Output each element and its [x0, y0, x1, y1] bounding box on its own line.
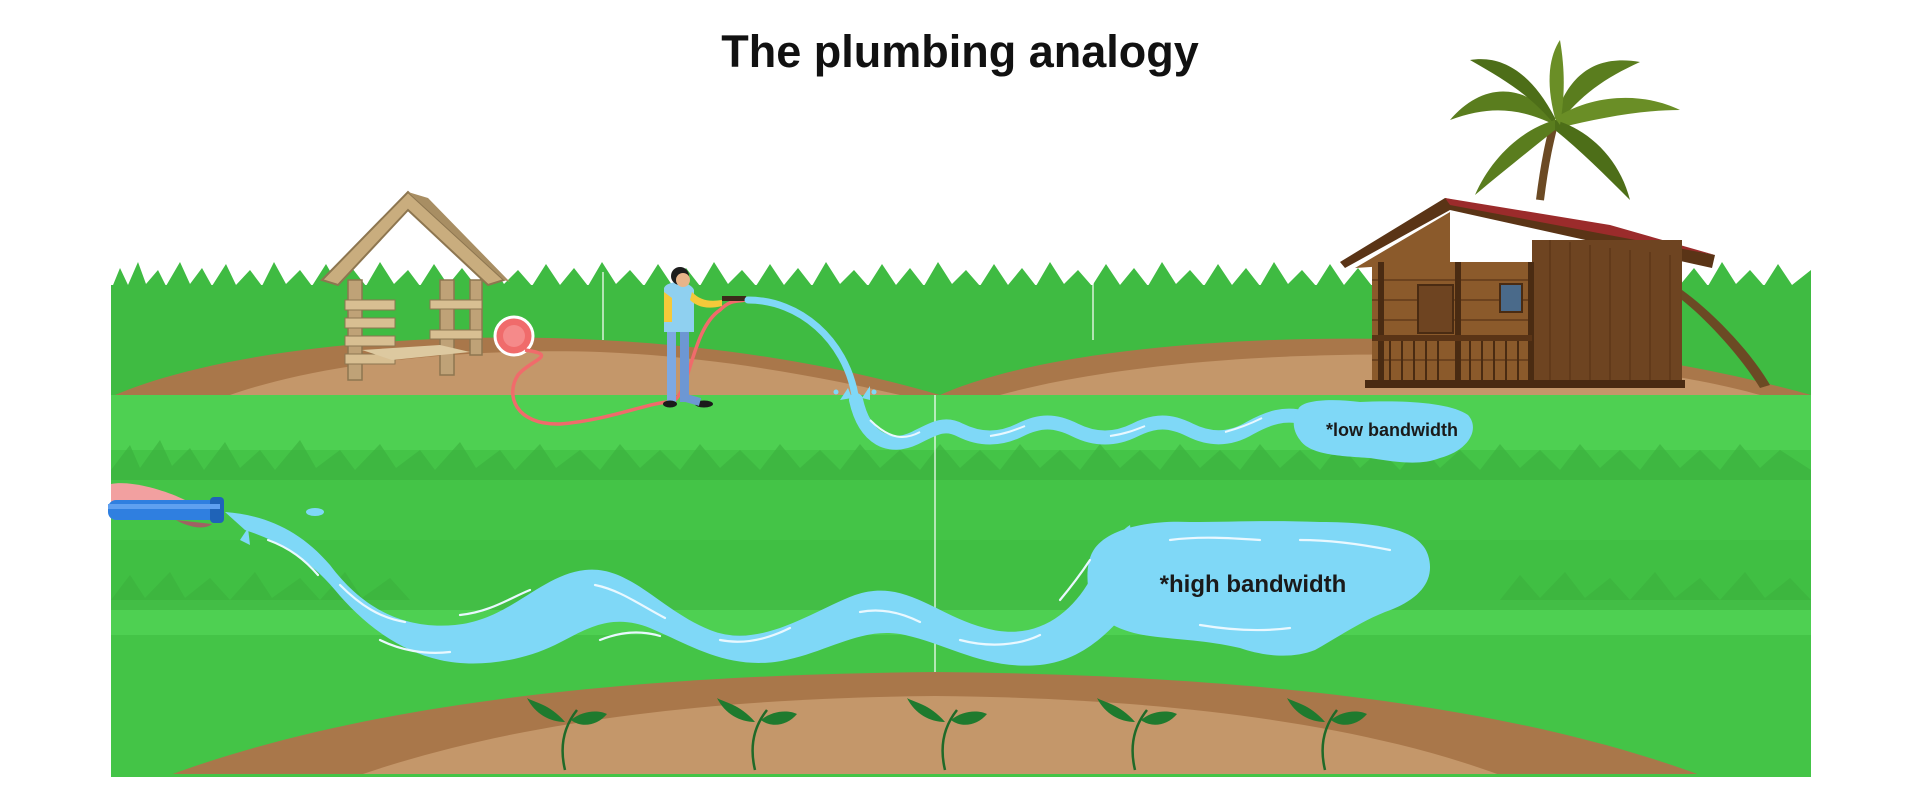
small-pond [1293, 400, 1473, 463]
wooden-house [1340, 40, 1770, 388]
high-bandwidth-stream [225, 508, 1431, 666]
wide-stream [225, 512, 1140, 666]
wooden-shelter [320, 190, 510, 381]
sprout-2 [717, 698, 797, 771]
diagram-title: The plumbing analogy [721, 26, 1199, 77]
person-with-hose [663, 267, 746, 408]
garden-hose [510, 298, 746, 426]
low-bandwidth-stream [744, 296, 1473, 463]
large-pond [1087, 521, 1431, 656]
palm-tree [1450, 40, 1680, 201]
sprouts [527, 698, 1367, 771]
low-bandwidth-label: *low bandwidth [1326, 420, 1458, 440]
sprout-5 [1287, 698, 1367, 771]
spray-arc-upper [744, 296, 859, 399]
hose-reel [493, 315, 535, 357]
high-bandwidth-label: *high bandwidth [1160, 571, 1347, 598]
sprout-3 [907, 698, 987, 771]
thin-stream [849, 393, 1312, 450]
sprout-1 [527, 698, 607, 771]
big-hose [108, 483, 224, 528]
hose-pipe-icon [108, 500, 220, 520]
sprout-4 [1097, 698, 1177, 771]
